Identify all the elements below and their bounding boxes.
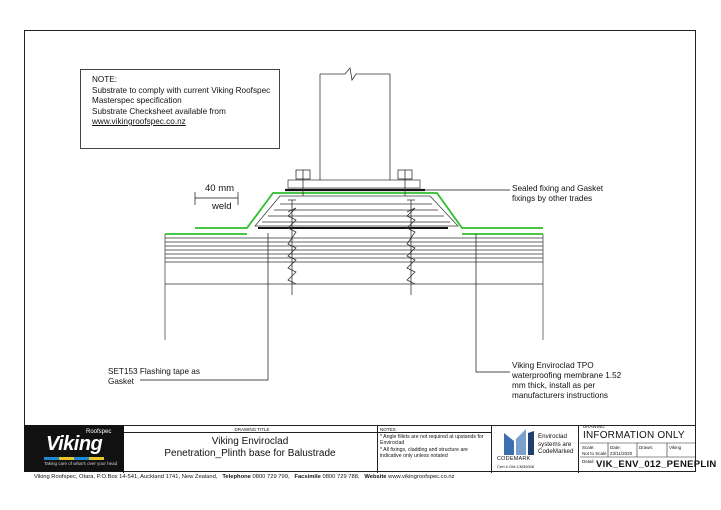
sealed-fixing-label-1: Sealed fixing and Gasket (512, 184, 604, 193)
screws (287, 199, 416, 295)
footer-address: Viking Roofspec, Otara, P.O.Box 14-541, … (34, 474, 218, 480)
drawing-sheet (24, 30, 696, 472)
drawing-header: DRAWING (583, 424, 605, 429)
membrane-label-3: mm thick, install as per (512, 381, 596, 390)
notes-header: NOTES: (378, 426, 492, 433)
cm-line: Enviroclad (538, 433, 567, 440)
codemark-cert: Cert # GM-CM30008 (497, 464, 535, 469)
plinth-fillet (254, 195, 459, 227)
footer-fax: 0800 729 788, (322, 474, 360, 480)
note-link[interactable]: www.vikingroofspec.co.nz (92, 117, 186, 126)
membrane-label-2: waterproofing membrane 1.52 (512, 371, 622, 380)
footer-fax-label: Facsimile (294, 474, 321, 480)
balustrade-post (319, 67, 391, 180)
title-notes: * Angle fillets are not required at upst… (380, 434, 490, 459)
tpo-membrane (195, 192, 543, 229)
detail-code: VIK_ENV_012_PENEPLIN (596, 459, 717, 470)
footer: Viking Roofspec, Otara, P.O.Box 14-541, … (34, 474, 455, 480)
detail-label: Detail (582, 459, 594, 464)
codemark-block: Enviroclad systems are CodeMarked CODEMA… (492, 425, 580, 472)
note-line: NOTE: (92, 75, 118, 84)
drawn-label: Drawn: (639, 445, 654, 450)
weld-label: weld (212, 201, 232, 212)
flashing-label-2: Gasket (108, 377, 134, 386)
membrane-label-1: Viking Enviroclad TPO (512, 361, 594, 370)
footer-web[interactable]: www.vikingroofspec.co.nz (388, 474, 455, 480)
codemark-text: Enviroclad systems are CodeMarked (538, 433, 573, 456)
bolts (295, 169, 413, 196)
note-item: * All fixings, cladding and structure ar… (380, 446, 468, 459)
title-line-1: Viking Enviroclad (211, 436, 289, 447)
title-line-2: Penetration_Plinth base for Balustrade (164, 448, 336, 459)
leaders (140, 189, 510, 381)
cm-line: CodeMarked (538, 448, 574, 455)
drawn-value: Viking (669, 445, 682, 450)
drawing-title-header: DRAWING TITLE (124, 426, 378, 433)
note-line: Masterspec specification (92, 96, 182, 105)
cm-line: systems are (538, 440, 572, 448)
note-line: Substrate Checksheet available from (92, 106, 226, 116)
information-only: INFORMATION ONLY (583, 430, 685, 441)
note-line: Substrate to comply with current Viking … (92, 85, 271, 95)
drawing-title: Viking Enviroclad Penetration_Plinth bas… (124, 436, 376, 460)
membrane-label-4: manufacturers instructions (512, 391, 609, 400)
codemark-brand: CODEMARK (497, 456, 531, 462)
logo-sub: Roofspec (86, 429, 112, 435)
note-item: * Angle fillets are not required at upst… (380, 434, 484, 447)
scale-value: Not to Scale (582, 451, 607, 456)
weld-dimension: 40 mm (205, 183, 235, 194)
scale-label: Scale: (582, 445, 595, 450)
footer-tel: 0800 729 799, (252, 474, 290, 480)
note-box: NOTE: Substrate to comply with current V… (80, 69, 280, 149)
codemark-icon (504, 429, 534, 455)
sealed-fixing-label-2: fixings by other trades (512, 194, 593, 203)
footer-tel-label: Telephone (222, 474, 251, 480)
plate-gasket (287, 179, 421, 189)
date-value: 23/11/2020 (610, 451, 633, 456)
substrate (164, 234, 544, 340)
date-label: Date: (610, 445, 621, 450)
flashing-label-1: SET153 Flashing tape as (108, 367, 200, 376)
footer-web-label: Website (364, 474, 387, 480)
logo-bar (44, 457, 104, 460)
logo-brand: Viking (46, 433, 103, 455)
viking-logo: Roofspec Viking Taking care of what's ov… (24, 425, 124, 472)
logo-tagline: Taking care of what's over your head (44, 461, 118, 466)
